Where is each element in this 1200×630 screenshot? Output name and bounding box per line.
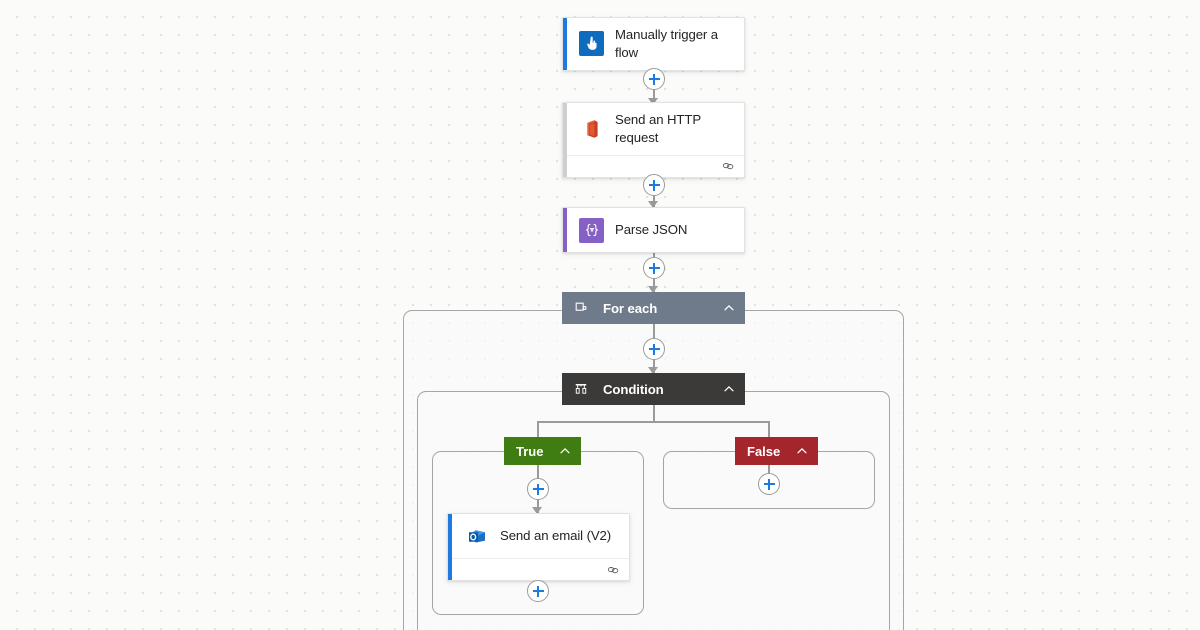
node-accent-bar bbox=[563, 103, 567, 177]
node-footer bbox=[563, 154, 744, 177]
scope-title: For each bbox=[603, 300, 658, 316]
node-title: Send an HTTP request bbox=[615, 112, 701, 145]
node-header: Parse JSON bbox=[563, 208, 744, 252]
connector-condition-split-stem bbox=[653, 405, 655, 422]
parse-json-icon bbox=[579, 217, 604, 243]
condition-icon bbox=[573, 381, 589, 397]
connector-to-true-branch bbox=[537, 421, 539, 451]
loop-icon bbox=[573, 300, 589, 316]
arrowhead-condition bbox=[648, 367, 658, 374]
node-manually-trigger-a-flow[interactable]: Manually trigger a flow bbox=[562, 17, 745, 71]
scope-header-for-each[interactable]: For each bbox=[562, 292, 745, 324]
chevron-up-icon[interactable] bbox=[723, 302, 735, 314]
node-accent-bar bbox=[563, 18, 567, 70]
chevron-up-icon[interactable] bbox=[723, 383, 735, 395]
node-title: Parse JSON bbox=[615, 222, 688, 238]
node-footer bbox=[448, 558, 629, 580]
node-send-an-http-request[interactable]: Send an HTTP request bbox=[562, 102, 745, 178]
branch-label-false[interactable]: False bbox=[735, 437, 819, 465]
add-true-after-email-button[interactable] bbox=[527, 580, 549, 602]
office365-icon bbox=[579, 116, 604, 142]
arrowhead-email bbox=[532, 507, 542, 514]
chevron-up-icon[interactable] bbox=[559, 445, 571, 457]
branch-label-true[interactable]: True bbox=[504, 437, 582, 465]
node-parse-json[interactable]: Parse JSON bbox=[562, 207, 745, 253]
outlook-icon bbox=[464, 523, 489, 549]
add-after-trigger-button[interactable] bbox=[643, 68, 665, 90]
add-false-branch-button[interactable] bbox=[758, 473, 780, 495]
connector-to-false-branch bbox=[768, 421, 770, 451]
connector-condition-split-bar bbox=[537, 421, 769, 423]
add-true-before-email-button[interactable] bbox=[527, 478, 549, 500]
node-header: Send an HTTP request bbox=[563, 103, 744, 155]
link-icon[interactable] bbox=[606, 563, 620, 577]
arrowhead-foreach bbox=[648, 286, 658, 293]
node-header: Manually trigger a flow bbox=[563, 18, 744, 70]
scope-title: Condition bbox=[603, 381, 664, 397]
branch-text: True bbox=[516, 443, 544, 459]
node-title: Send an email (V2) bbox=[500, 528, 612, 544]
link-icon[interactable] bbox=[721, 159, 735, 173]
connector-false-stub bbox=[768, 465, 770, 473]
chevron-up-icon[interactable] bbox=[796, 445, 808, 457]
node-header: Send an email (V2) bbox=[448, 514, 629, 558]
manual-trigger-icon bbox=[579, 31, 604, 57]
arrowhead-parsejson bbox=[648, 201, 658, 208]
add-after-http-button[interactable] bbox=[643, 174, 665, 196]
scope-header-condition[interactable]: Condition bbox=[562, 373, 745, 405]
branch-text: False bbox=[747, 443, 781, 459]
node-accent-bar bbox=[563, 208, 567, 252]
node-accent-bar bbox=[448, 514, 452, 580]
node-title: Manually trigger a flow bbox=[615, 27, 719, 60]
add-inside-for-each-button[interactable] bbox=[643, 338, 665, 360]
add-after-parse-json-button[interactable] bbox=[643, 257, 665, 279]
arrowhead-http bbox=[648, 98, 658, 105]
node-send-an-email-v2[interactable]: Send an email (V2) bbox=[447, 513, 630, 581]
